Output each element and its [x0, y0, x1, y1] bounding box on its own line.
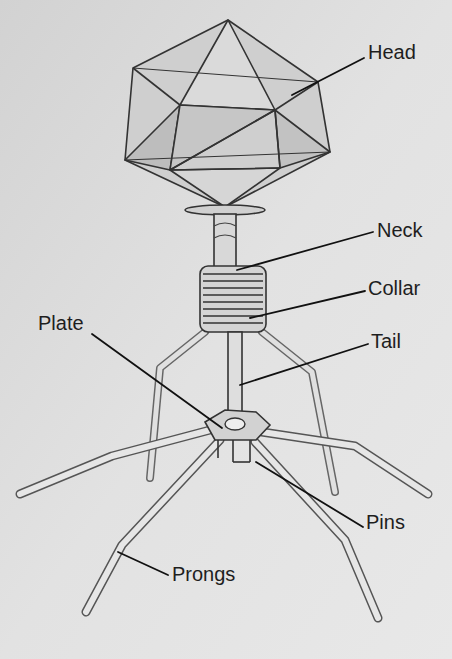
part-label: Tail — [371, 331, 401, 351]
part-label: Collar — [368, 278, 420, 298]
part-label: Prongs — [172, 564, 235, 584]
part-label: Neck — [377, 220, 423, 240]
part-label: Head — [368, 42, 416, 62]
part-label: Pins — [366, 512, 405, 532]
part-label: Plate — [38, 313, 84, 333]
